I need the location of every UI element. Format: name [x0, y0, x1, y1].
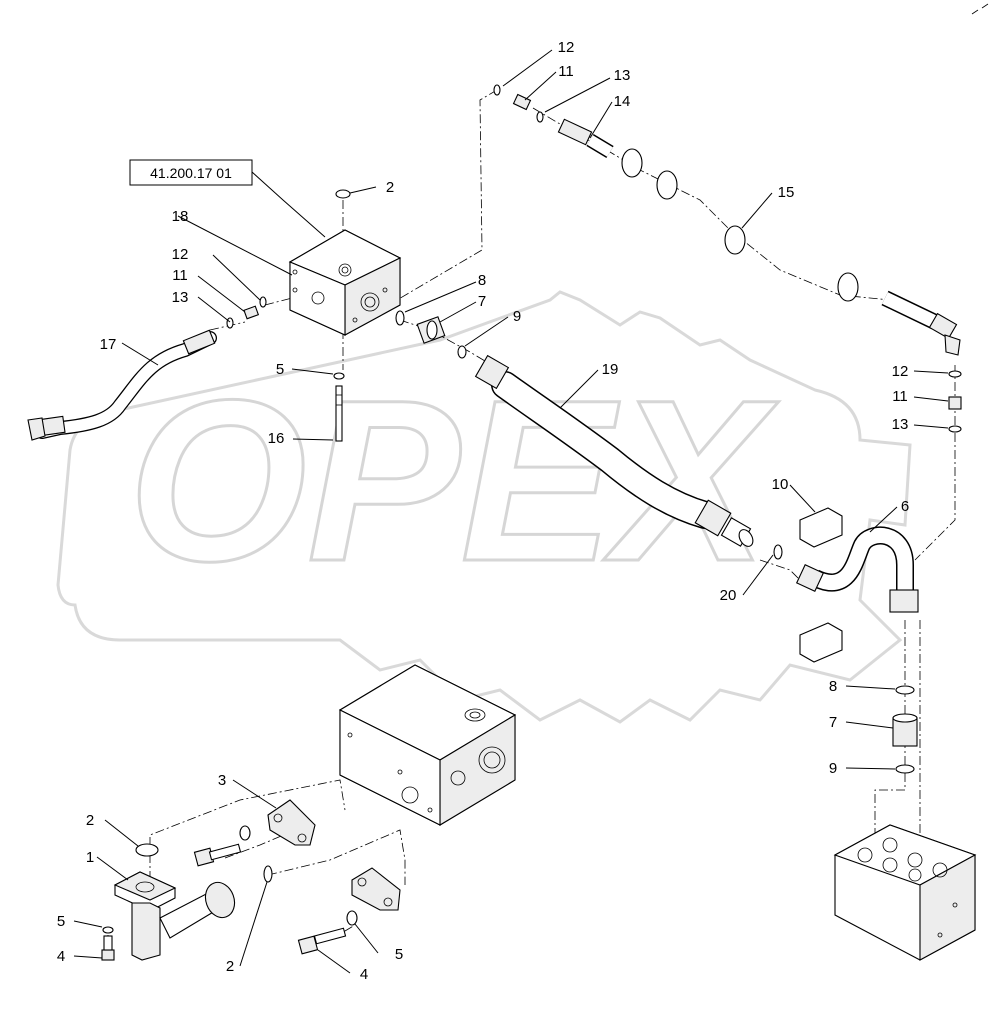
- fittings-right-group: [948, 370, 962, 433]
- callout-12: 12: [558, 39, 575, 56]
- callout-16: 16: [268, 430, 285, 447]
- o-ring-20: [773, 544, 783, 560]
- washer-upper: [239, 825, 251, 841]
- callout-5: 5: [276, 361, 284, 378]
- bolt-4-left: [101, 926, 115, 961]
- callout-4: 4: [57, 948, 65, 965]
- reference-box-text: 41.200.17 01: [150, 165, 232, 181]
- control-valve-bank: [833, 824, 977, 961]
- callout-13: 13: [172, 289, 189, 306]
- callout-12: 12: [172, 246, 189, 263]
- watermark-logo: OPEX: [56, 290, 912, 724]
- callout-11: 11: [892, 388, 908, 405]
- elbow-flange-1: [113, 871, 236, 961]
- bolt-upper: [193, 843, 242, 867]
- bolt-16: [333, 372, 345, 442]
- callout-2: 2: [386, 179, 394, 196]
- callout-13: 13: [614, 67, 631, 84]
- clamp-rings-15: [621, 148, 859, 302]
- fittings-left-group: [226, 296, 267, 329]
- hose-19: [474, 354, 754, 547]
- bolt-4-lower: [297, 927, 347, 955]
- callout-14: 14: [614, 93, 631, 110]
- reference-box: 41.200.17 01: [129, 159, 253, 186]
- callout-1: 1: [86, 849, 94, 866]
- fitting-7-right: [892, 685, 918, 774]
- fitting-7-top: [395, 310, 467, 359]
- hose-17: [27, 329, 217, 441]
- fittings-top-group: [493, 84, 614, 159]
- pipe-6: [795, 526, 919, 613]
- callout-9: 9: [829, 760, 837, 777]
- callout-6: 6: [901, 498, 909, 515]
- callout-2: 2: [226, 958, 234, 975]
- callout-18: 18: [172, 208, 189, 225]
- split-flange-3: [267, 799, 316, 846]
- callout-11: 11: [558, 63, 574, 80]
- split-flange-lower: [351, 867, 401, 911]
- callout-19: 19: [602, 361, 619, 378]
- callout-3: 3: [218, 772, 226, 789]
- callout-7: 7: [478, 293, 486, 310]
- watermark-text: OPEX: [128, 352, 779, 609]
- callout-13: 13: [892, 416, 909, 433]
- callout-8: 8: [478, 272, 486, 289]
- valve-block-18: [288, 229, 402, 336]
- callout-9: 9: [513, 308, 521, 325]
- washer-5-lower: [346, 910, 358, 926]
- callout-5: 5: [395, 946, 403, 963]
- hose-right: [881, 290, 961, 356]
- clamp-10: [799, 507, 843, 663]
- o-ring-2-right: [263, 865, 273, 883]
- callout-7: 7: [829, 714, 837, 731]
- callout-labels: 12 11 13 14 2 15 18 12 11 13 8 7 9 17 5 …: [57, 39, 909, 983]
- callout-4: 4: [360, 966, 368, 983]
- callout-10: 10: [772, 476, 789, 493]
- callout-12: 12: [892, 363, 909, 380]
- corner-mark: [971, 3, 989, 15]
- callout-15: 15: [778, 184, 795, 201]
- callout-5: 5: [57, 913, 65, 930]
- callout-8: 8: [829, 678, 837, 695]
- callout-20: 20: [720, 587, 737, 604]
- callout-2: 2: [86, 812, 94, 829]
- o-ring-2-left: [135, 843, 159, 857]
- callout-17: 17: [100, 336, 117, 353]
- leader-lines: [73, 49, 949, 974]
- o-ring-2-top: [335, 189, 351, 199]
- valve-block-lower: [338, 664, 517, 826]
- callout-11: 11: [172, 267, 188, 284]
